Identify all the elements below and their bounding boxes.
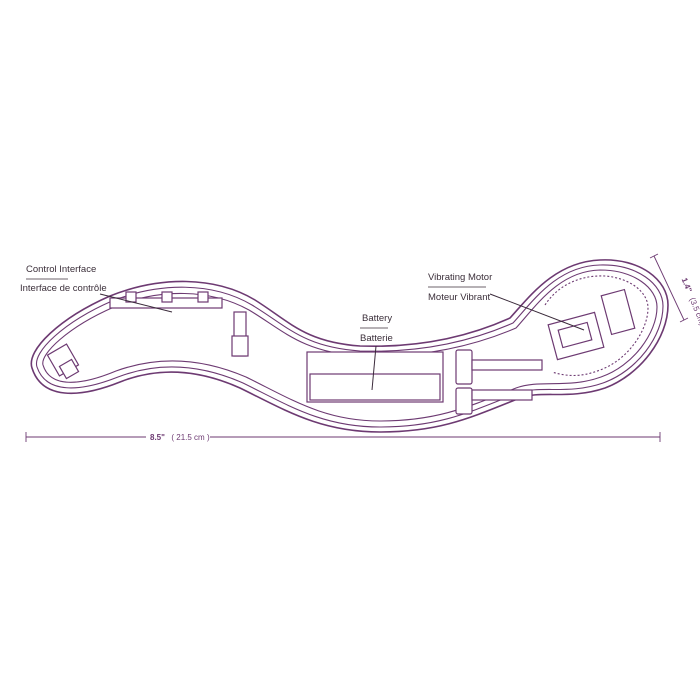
control-interface-callout: Control Interface Interface de contrôle: [20, 264, 173, 313]
internal-components: [46, 288, 636, 415]
length-dimension: 8.5" ( 21.5 cm ): [25, 427, 661, 444]
battery-cell: [309, 373, 441, 401]
length-dimension-label: 8.5" ( 21.5 cm ): [150, 427, 210, 444]
device-outer-contour: [30, 259, 669, 433]
vibrating-motor-label-fr: Moteur Vibrant: [428, 292, 490, 303]
device-inner-contour: [42, 269, 658, 422]
motor-weight: [600, 288, 636, 336]
vibrating-motor-callout: Vibrating Motor Moteur Vibrant: [428, 272, 585, 331]
length-dimension-label-bg: [146, 430, 210, 443]
clip-lower: [455, 387, 473, 415]
height-dimension-metric: (3.5 cm): [688, 296, 700, 327]
battery-leader: [371, 345, 377, 391]
vibrating-motor-label-en: Vibrating Motor: [428, 272, 492, 283]
height-dimension-tick-top: [649, 253, 659, 259]
control-button-3: [197, 291, 209, 303]
height-dimension-label: 1.4" (3.5 cm): [678, 274, 700, 328]
control-interface-label-fr: Interface de contrôle: [20, 283, 107, 294]
connector-post-base: [231, 335, 249, 357]
height-dimension: 1.4" (3.5 cm): [649, 253, 700, 328]
clip-bar-lower: [471, 389, 533, 401]
vibrating-motor-leader: [489, 293, 585, 331]
bulb-ridge: [544, 275, 649, 377]
battery-label-en: Battery: [362, 313, 392, 324]
battery-callout: Battery Batterie: [360, 313, 393, 391]
control-interface-label-en: Control Interface: [26, 264, 96, 275]
battery-label-fr: Batterie: [360, 333, 393, 344]
clip-upper: [455, 349, 473, 385]
tip-component-inner: [58, 358, 80, 380]
height-dimension-value: 1.4": [680, 276, 694, 293]
motor-core: [557, 321, 593, 349]
height-dimension-tick-bottom: [679, 317, 689, 323]
clip-bar-upper: [471, 359, 543, 371]
device-middle-contour: [35, 264, 664, 428]
height-dimension-line: [653, 255, 685, 321]
control-button-2: [161, 291, 173, 303]
length-dimension-metric: ( 21.5 cm ): [171, 433, 210, 442]
control-interface-leader: [99, 293, 173, 313]
length-dimension-value: 8.5": [150, 433, 165, 442]
device-body: [30, 259, 669, 433]
